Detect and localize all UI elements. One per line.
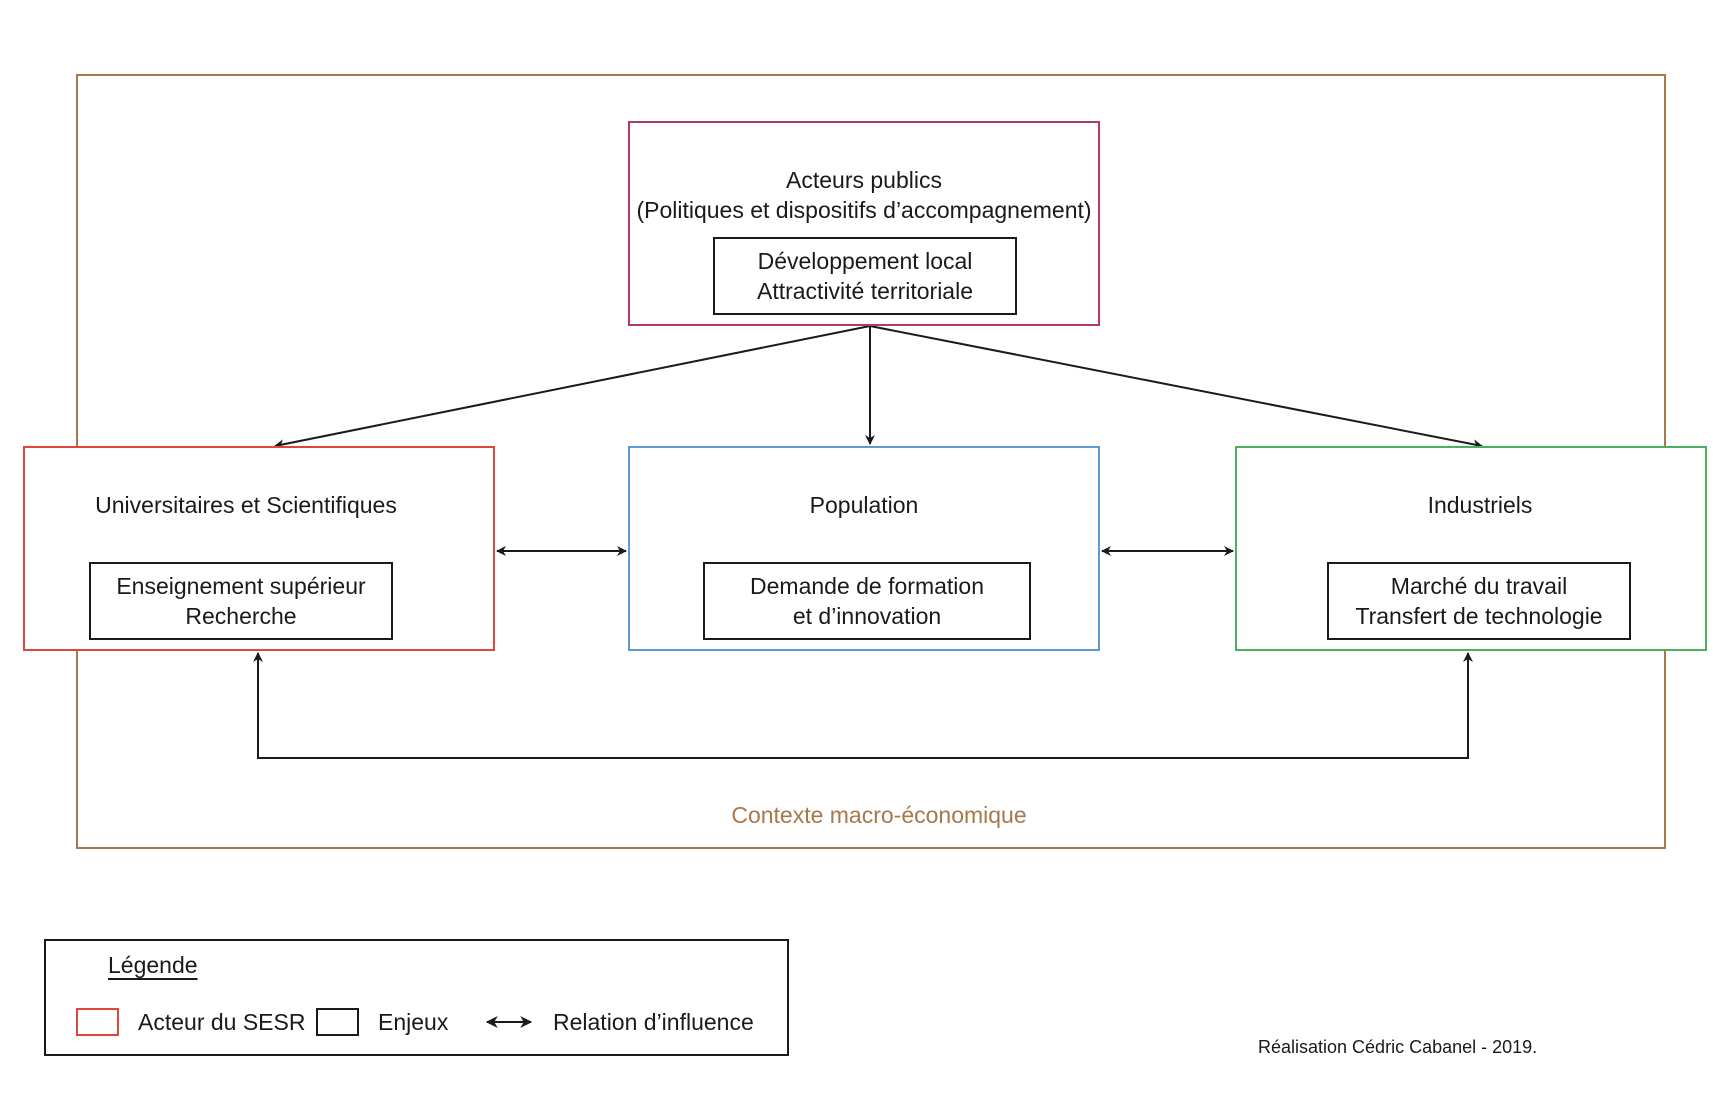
actor-industrials-title: Industriels <box>1427 492 1533 518</box>
issue-industrials: Marché du travail Transfert de technolog… <box>1327 562 1631 640</box>
actor-universities-title: Universitaires et Scientifiques <box>95 492 397 518</box>
actor-industrials: Industriels Marché du travail Transfert … <box>1235 446 1707 651</box>
issue-public-line2: Attractivité territoriale <box>756 278 973 304</box>
issue-population-line1: Demande de formation <box>750 573 984 599</box>
issue-public-line1: Développement local <box>757 248 973 274</box>
issue-industrials-line2: Transfert de technologie <box>1355 603 1603 629</box>
arrow-public-to-industrials <box>869 325 1483 450</box>
legend-title: Légende <box>108 952 198 978</box>
legend <box>44 939 789 1056</box>
legend-actor-label: Acteur du SESR <box>138 1009 306 1035</box>
actor-public-subtitle: (Politiques et dispositifs d’accompagnem… <box>636 197 1092 223</box>
issue-population-line2: et d’innovation <box>792 603 942 629</box>
actor-population: Population Demande de formation et d’inn… <box>628 446 1100 651</box>
actor-population-title: Population <box>809 492 919 518</box>
context-label: Contexte macro-économique <box>731 802 1027 828</box>
legend-double-arrow-icon <box>485 1016 533 1028</box>
issue-public: Développement local Attractivité territo… <box>713 237 1017 315</box>
legend-actor-swatch <box>76 1008 119 1036</box>
legend-issues-label: Enjeux <box>378 1009 449 1035</box>
issue-population: Demande de formation et d’innovation <box>703 562 1031 640</box>
actor-public: Acteurs publics (Politiques et dispositi… <box>628 121 1100 326</box>
issue-universities-line2: Recherche <box>185 603 297 629</box>
legend-relation-label: Relation d’influence <box>553 1009 754 1035</box>
arrow-public-to-universities <box>274 325 871 450</box>
actor-universities: Universitaires et Scientifiques Enseigne… <box>23 446 495 651</box>
legend-issues-swatch <box>316 1008 359 1036</box>
arrow-universities-industrials <box>253 652 1473 759</box>
issue-universities-line1: Enseignement supérieur <box>116 573 366 599</box>
credit: Réalisation Cédric Cabanel - 2019. <box>1258 1037 1538 1057</box>
issue-universities: Enseignement supérieur Recherche <box>89 562 393 640</box>
issue-industrials-line1: Marché du travail <box>1390 573 1568 599</box>
actor-public-title: Acteurs publics <box>786 167 942 193</box>
